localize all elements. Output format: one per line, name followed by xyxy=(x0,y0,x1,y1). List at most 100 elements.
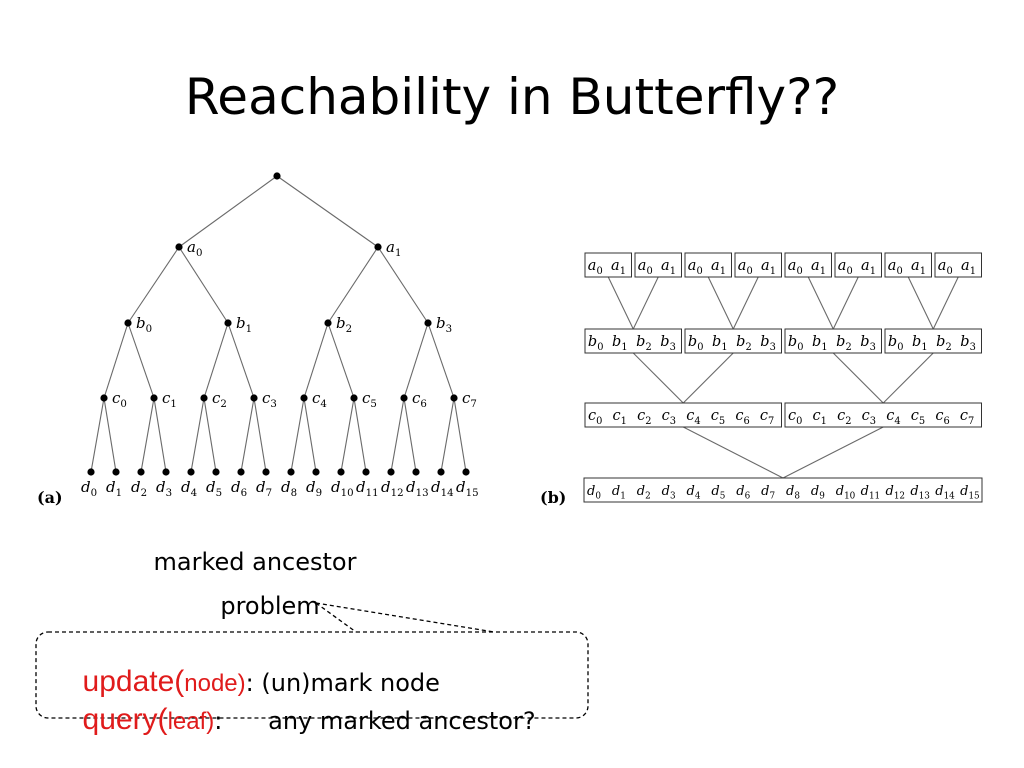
operations-box: update(node): (un)mark node query(leaf):… xyxy=(38,633,586,736)
block-cell-label: c0 xyxy=(588,408,602,427)
block-box xyxy=(634,252,682,278)
block-cell-label: b0 xyxy=(888,334,904,353)
callout-connector xyxy=(35,602,589,719)
tree-edge xyxy=(127,246,180,324)
caption-line-2: problem xyxy=(220,592,320,620)
block-cell-label: c6 xyxy=(935,408,949,427)
tree-edge xyxy=(203,322,229,399)
tree-node xyxy=(137,468,145,476)
tree-node xyxy=(112,468,120,476)
panel-label-b: (b) xyxy=(540,488,566,507)
tree-node xyxy=(187,468,195,476)
block-cell-label: d0 xyxy=(587,484,601,502)
block-cell-label: b2 xyxy=(836,334,852,353)
tree-node xyxy=(337,468,345,476)
tree-edge xyxy=(140,397,155,473)
tree-leaf-label: d2 xyxy=(131,478,147,499)
block-box xyxy=(784,252,832,278)
tree-edge xyxy=(453,397,467,473)
block-cell-label: d5 xyxy=(711,484,725,502)
panel-label-a: (a) xyxy=(37,488,63,507)
block-cell-label: d1 xyxy=(612,484,626,502)
tree-node xyxy=(362,468,370,476)
query-arg: leaf) xyxy=(167,708,215,735)
tree-node-label: b1 xyxy=(236,314,252,335)
tree-node-label: a0 xyxy=(187,238,202,259)
tree-leaf-label: d3 xyxy=(156,478,172,499)
tree-node xyxy=(300,394,308,402)
block-cell-label: a0 xyxy=(738,258,753,277)
block-cell-label: d10 xyxy=(836,484,856,502)
tree-leaf-label: d4 xyxy=(181,478,197,499)
block-cell-label: b2 xyxy=(936,334,952,353)
tree-node xyxy=(400,394,408,402)
block-cell-label: b0 xyxy=(588,334,604,353)
tree-edge xyxy=(303,322,329,399)
tree-edge xyxy=(340,397,355,473)
block-cell-label: c5 xyxy=(711,408,725,427)
tree-edge xyxy=(240,397,255,473)
tree-edge xyxy=(253,397,267,473)
tree-edge xyxy=(127,322,155,399)
block-edge xyxy=(707,276,734,330)
tree-leaf-label: d0 xyxy=(81,478,97,499)
tree-node-label: b0 xyxy=(136,314,152,335)
block-edge xyxy=(932,276,959,330)
tree-node-label: c4 xyxy=(312,389,327,410)
block-box xyxy=(684,252,732,278)
tree-leaf-label: d10 xyxy=(331,478,354,499)
tree-edge xyxy=(276,175,379,248)
update-desc: : (un)mark node xyxy=(245,669,440,697)
callout-pointer xyxy=(315,602,357,633)
block-cell-label: b2 xyxy=(736,334,752,353)
tree-node xyxy=(312,468,320,476)
block-cell-label: b1 xyxy=(712,334,728,353)
block-edge xyxy=(682,426,784,479)
tree-edge xyxy=(377,246,429,324)
block-cell-label: b0 xyxy=(788,334,804,353)
tree-leaf-label: d5 xyxy=(206,478,222,499)
tree-leaf-label: d15 xyxy=(456,478,479,499)
tree-node xyxy=(437,468,445,476)
tree-edge xyxy=(403,322,429,399)
tree-node xyxy=(324,319,332,327)
block-cell-label: a0 xyxy=(888,258,903,277)
caption: marked ancestor problem xyxy=(130,540,380,628)
block-cell-label: c3 xyxy=(862,408,876,427)
block-cell-label: a0 xyxy=(938,258,953,277)
block-cell-label: b1 xyxy=(612,334,628,353)
tree-node xyxy=(450,394,458,402)
block-cell-label: c6 xyxy=(735,408,749,427)
tree-node xyxy=(212,468,220,476)
tree-node xyxy=(262,468,270,476)
tree-node xyxy=(273,172,281,180)
block-cell-label: a0 xyxy=(788,258,803,277)
block-edge xyxy=(682,352,734,404)
tree-leaf-label: d13 xyxy=(406,478,429,499)
block-cell-label: b3 xyxy=(760,334,776,353)
tree-node-label: c7 xyxy=(462,389,477,410)
block-cell-label: b0 xyxy=(688,334,704,353)
block-box xyxy=(834,252,882,278)
block-edge xyxy=(907,276,934,330)
block-edge xyxy=(882,352,934,404)
block-cell-label: a1 xyxy=(961,258,976,277)
query-desc: : any marked ancestor? xyxy=(214,707,536,735)
block-cell-label: d13 xyxy=(910,484,930,502)
block-edges xyxy=(607,276,959,479)
tree-node xyxy=(162,468,170,476)
block-cell-label: a1 xyxy=(761,258,776,277)
block-edge xyxy=(832,352,884,404)
tree-node xyxy=(424,319,432,327)
update-operation: update(node): (un)mark node xyxy=(52,637,440,727)
block-cell-label: c4 xyxy=(686,408,700,427)
block-edge xyxy=(632,352,684,404)
block-cell-label: d12 xyxy=(885,484,905,502)
block-cell-label: c2 xyxy=(637,408,651,427)
block-cell-label: a1 xyxy=(811,258,826,277)
block-edge xyxy=(732,276,759,330)
tree-node xyxy=(150,394,158,402)
